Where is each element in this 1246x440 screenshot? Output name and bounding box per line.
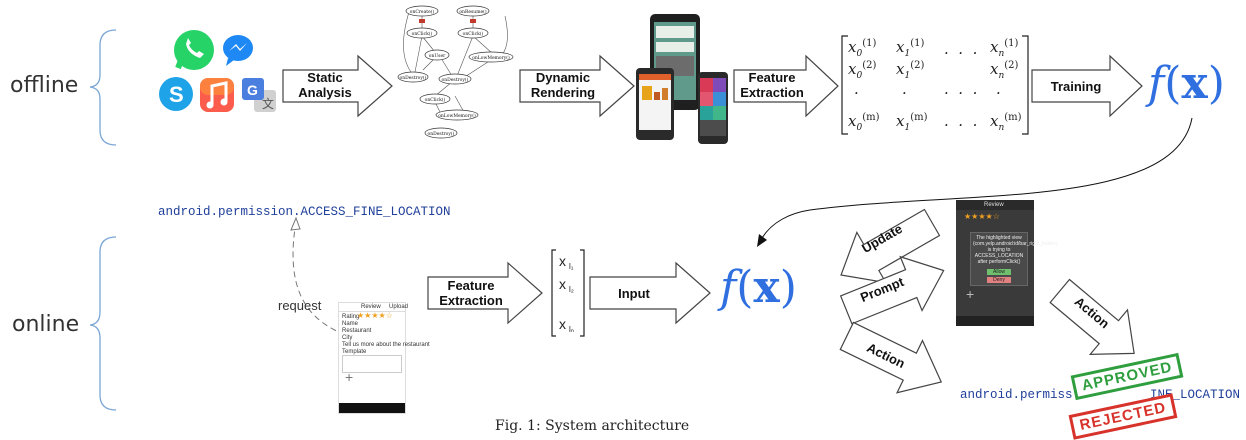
music-icon <box>200 78 234 112</box>
messenger-icon <box>223 35 253 66</box>
action-bottom-arrow <box>839 321 943 394</box>
feature-extraction-top-arrow <box>733 54 839 118</box>
permission-result-left: android.permiss <box>960 388 1073 402</box>
svg-text:onLowMemory(): onLowMemory() <box>438 112 476 119</box>
prompt-arrow <box>839 255 945 325</box>
feature-extraction-bottom-label: Feature Extraction <box>439 278 503 308</box>
svg-text:onDestroy(): onDestroy() <box>428 130 455 137</box>
dialog-message: The highlighted view (com.yelp.android:i… <box>973 235 1058 265</box>
feature-vector-item: x <box>559 316 566 332</box>
feature-matrix: x0(1) x1(1) · · · xn(1) x0(2) x1(2) xn(2… <box>840 34 1030 138</box>
request-label: request <box>278 298 322 313</box>
svg-text:onClick(): onClick() <box>425 96 446 103</box>
offline-label: offline <box>10 73 79 98</box>
cg-label: onCreate() <box>410 8 435 15</box>
training-label: Training <box>1050 79 1102 94</box>
update-arrow <box>840 208 941 284</box>
svg-text:onResume(): onResume() <box>459 8 487 15</box>
prompt-phone: Review ★★★★☆ The highlighted view (com.y… <box>956 200 1058 326</box>
dynamic-rendering-arrow <box>519 54 635 118</box>
model-fx-bottom: f(x) <box>720 262 797 313</box>
dynamic-rendering-label: Dynamic Rendering <box>530 70 596 100</box>
layout-lines <box>89 29 117 411</box>
svg-text:onUser: onUser <box>429 53 446 59</box>
model-deploy-arrow <box>761 117 1193 239</box>
static-analysis-arrow <box>282 54 393 118</box>
feature-vector-item: x <box>559 276 566 292</box>
app-icons-cluster: S 文 G <box>158 28 278 118</box>
rendered-phones <box>636 12 728 144</box>
deny-button[interactable]: Deny <box>987 277 1011 283</box>
feature-extraction-top-label: Feature Extraction <box>740 70 804 100</box>
svg-text:onLowMemory(): onLowMemory() <box>472 54 510 61</box>
online-label: online <box>12 312 80 337</box>
svg-text:onClick(): onClick() <box>463 30 484 37</box>
whatsapp-icon <box>174 30 214 70</box>
feature-vector: x l₁ x l₂ x lₙ <box>550 248 586 338</box>
figure-caption: Fig. 1: System architecture <box>495 418 690 434</box>
svg-text:G: G <box>247 82 258 98</box>
svg-text:onClick(): onClick() <box>412 30 433 37</box>
permission-dialog: The highlighted view (com.yelp.android:i… <box>970 232 1058 286</box>
request-arrow <box>292 227 346 336</box>
training-arrow <box>1031 54 1143 118</box>
call-graph: onCreate() onClick() onUser onDestroy() … <box>395 2 517 142</box>
model-fx-top: f(x) <box>1148 58 1225 109</box>
online-phone-screen: Review Upload Rating ★★★★☆ Name Restaura… <box>338 302 430 414</box>
feature-extraction-bottom-arrow <box>427 261 543 325</box>
svg-text:onDestroy(): onDestroy() <box>442 76 469 83</box>
action-right-arrow <box>1049 278 1135 355</box>
cg-node <box>405 5 439 17</box>
svg-text:S: S <box>169 82 184 107</box>
input-arrow <box>589 261 711 325</box>
input-label: Input <box>618 286 650 301</box>
translate-icon: 文 G <box>242 78 276 112</box>
svg-text:onDestroy(): onDestroy() <box>400 74 427 81</box>
skype-icon: S <box>159 77 193 111</box>
static-analysis-label: Static Analysis <box>298 70 352 100</box>
allow-button[interactable]: Allow <box>987 269 1011 275</box>
feature-vector-item: x <box>559 253 566 269</box>
svg-text:文: 文 <box>262 96 274 111</box>
permission-request-text: android.permission.ACCESS_FINE_LOCATION <box>158 205 451 219</box>
block-arrows <box>282 54 1193 394</box>
